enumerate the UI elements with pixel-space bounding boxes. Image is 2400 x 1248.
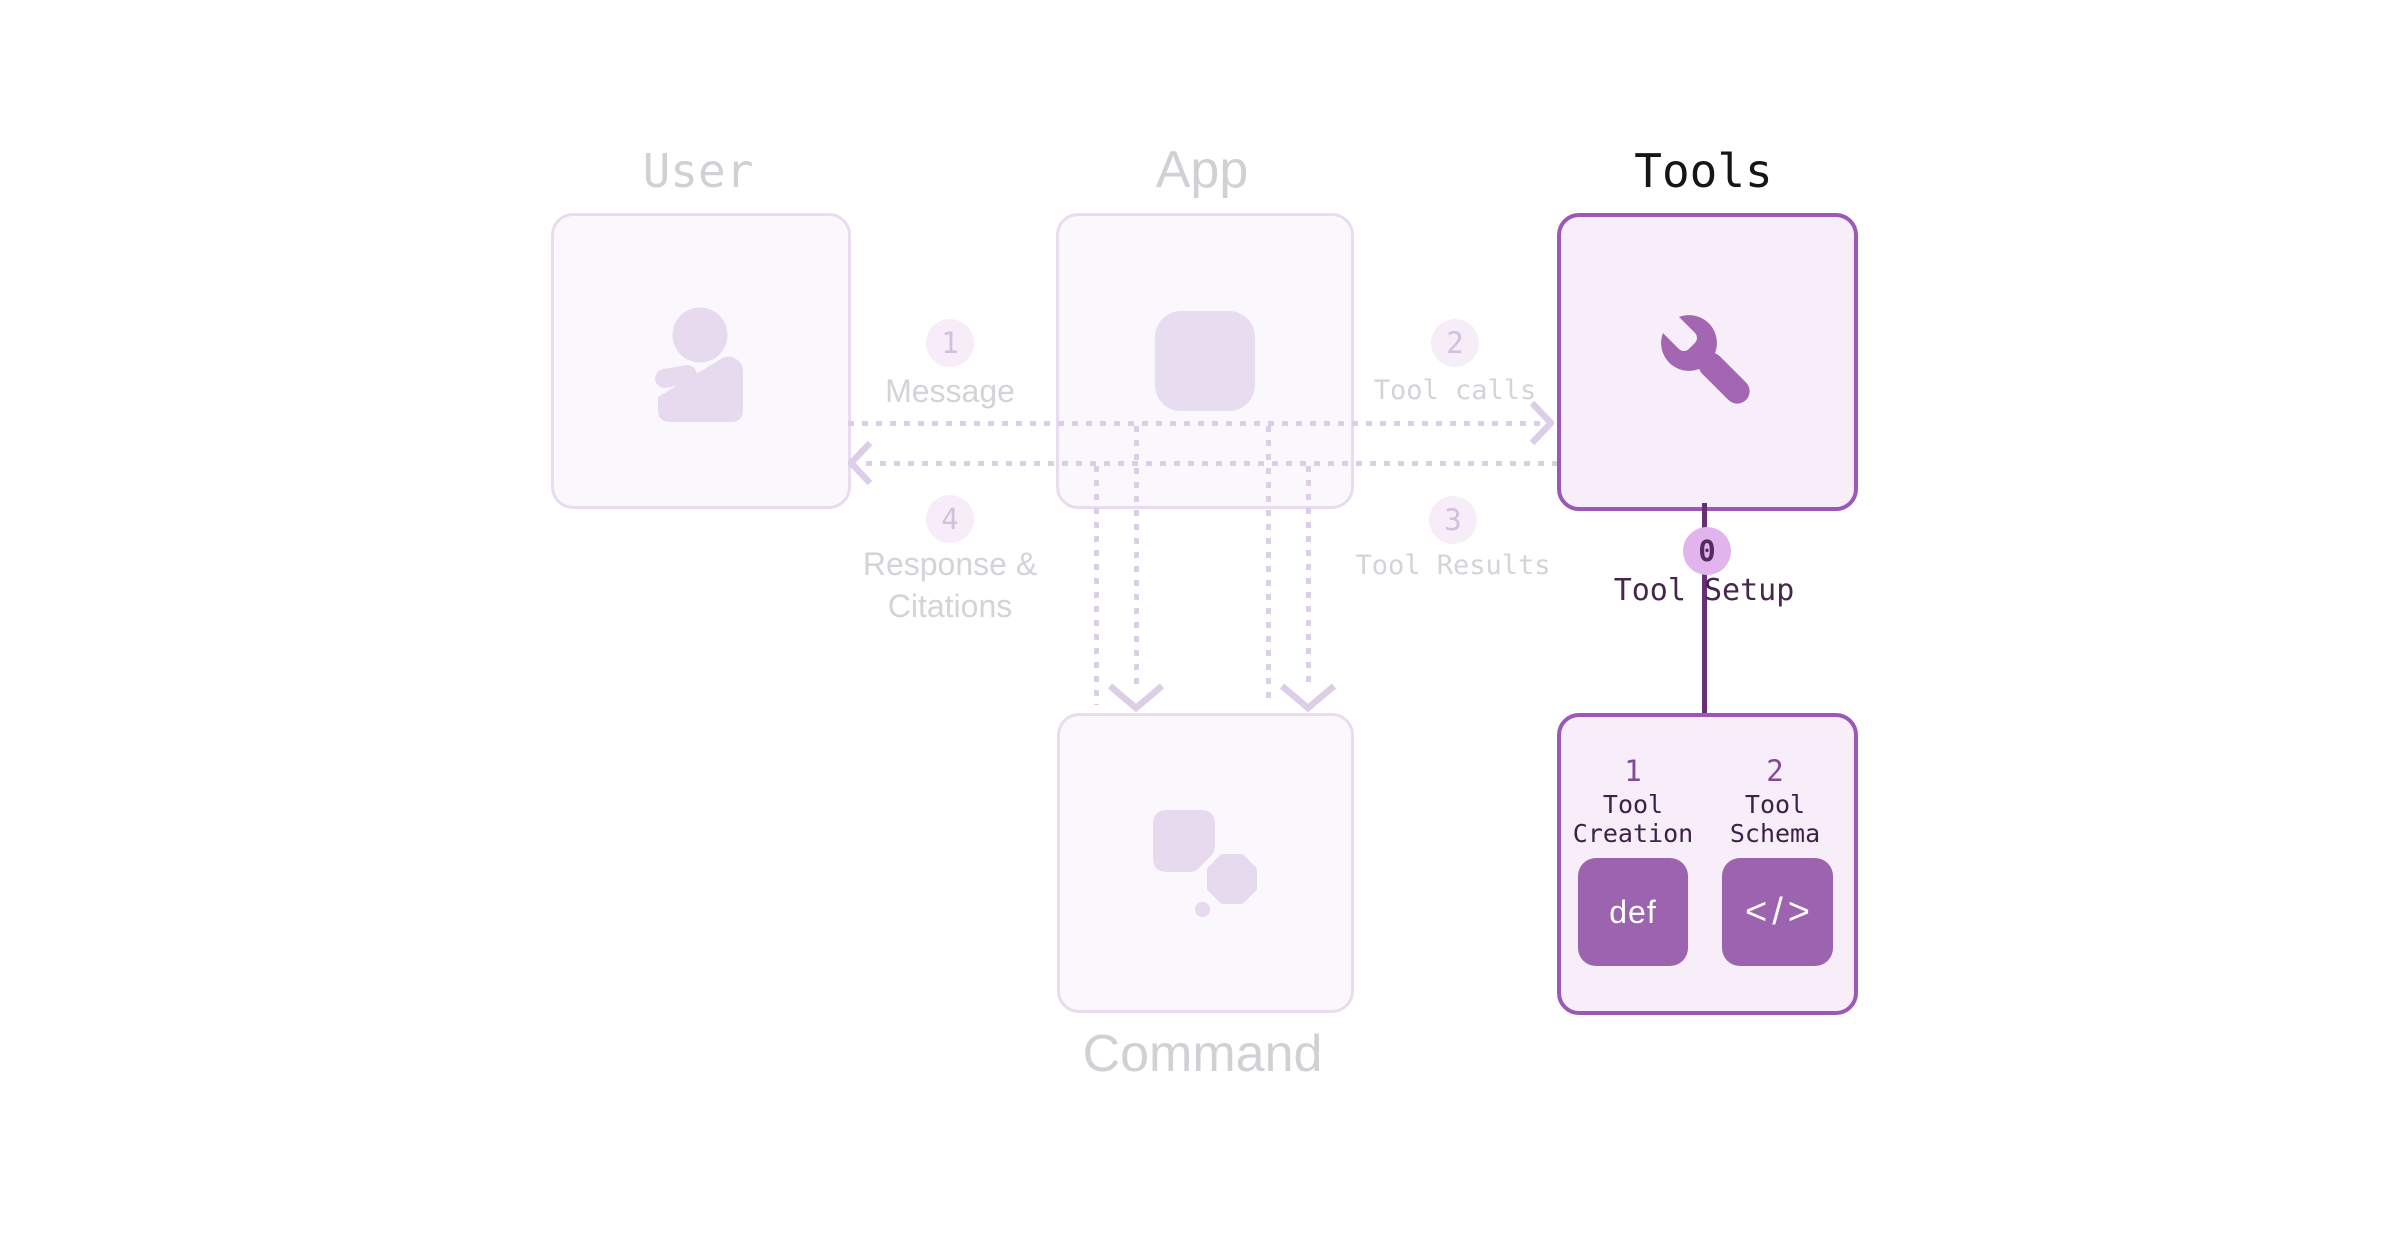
tool-setup-label: Tool Setup [1613, 573, 1795, 608]
command-up-dotted-line-left [1094, 466, 1099, 705]
command-node-box [1057, 713, 1354, 1013]
wrench-icon [1660, 314, 1750, 404]
arrow-down-icon [1108, 684, 1164, 712]
person-icon [655, 307, 743, 422]
flow-badge-response: 4 [926, 495, 974, 543]
arrow-left-icon [848, 441, 872, 485]
step-number-tool-schema: 2 [1766, 754, 1784, 788]
tool-setup-badge: 0 [1683, 527, 1731, 575]
step-number-tool-creation: 1 [1624, 754, 1642, 788]
flow-label-tool-results: Tool Results [1355, 550, 1551, 581]
tools-node-title: Tools [1634, 144, 1773, 198]
app-square-icon [1155, 311, 1255, 411]
step-label-tool-schema: Tool Schema [1729, 790, 1821, 848]
flow-badge-message: 1 [926, 319, 974, 367]
flow-badge-tool-calls: 2 [1431, 319, 1479, 367]
command-down-dotted-line-right [1306, 466, 1311, 684]
tool-creation-def-tile: def [1578, 858, 1688, 966]
flow-label-message: Message [885, 373, 1015, 409]
command-shapes-icon [1152, 810, 1257, 917]
step-label-tool-creation: Tool Creation [1572, 790, 1694, 848]
tools-node-box [1557, 213, 1858, 511]
arrow-down-icon [1280, 684, 1336, 712]
app-node-title: App [1155, 141, 1249, 199]
command-down-dotted-line-left [1134, 426, 1139, 684]
user-node-box [551, 213, 851, 509]
results-response-dotted-line [866, 461, 1557, 466]
app-node-box [1056, 213, 1354, 509]
command-node-title: Command [1082, 1025, 1323, 1083]
flow-label-tool-calls: Tool calls [1373, 375, 1537, 406]
tool-setup-connector-line [1702, 503, 1707, 714]
message-toolcalls-dotted-line [848, 421, 1542, 426]
flow-badge-tool-results: 3 [1429, 496, 1477, 544]
arrow-right-icon [1530, 401, 1554, 445]
tool-schema-code-tile: </> [1722, 858, 1833, 966]
user-node-title: User [642, 144, 754, 198]
command-up-dotted-line-right [1266, 426, 1271, 704]
flow-label-response: Response & Citations [862, 546, 1038, 624]
